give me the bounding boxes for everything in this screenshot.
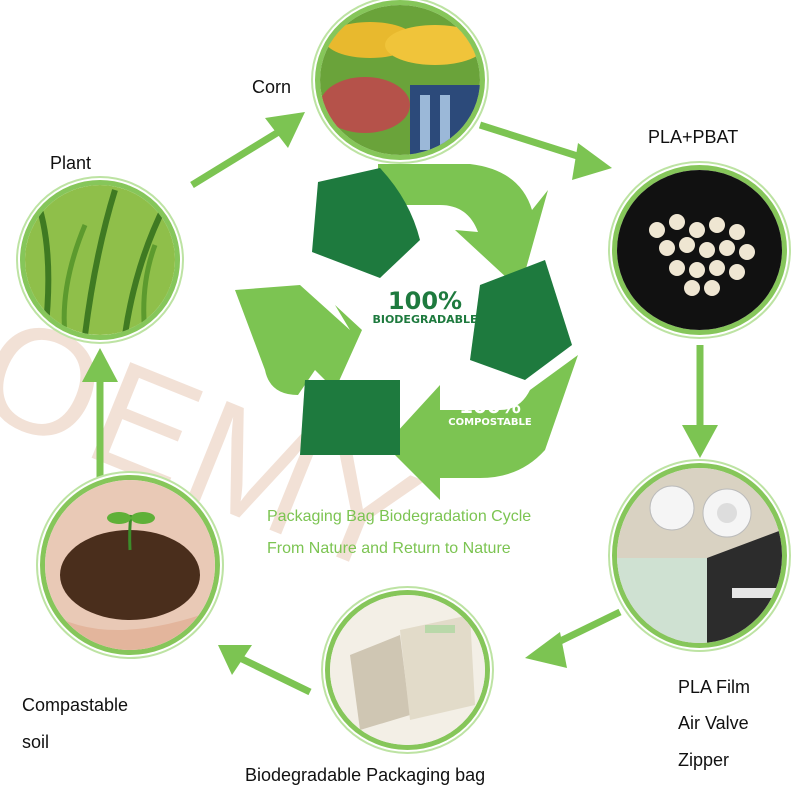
soil-label-line1: Compastable [22,695,129,715]
arrow-corn-to-pla [478,121,612,180]
pla-pbat-label: PLA+PBAT [648,127,739,147]
biodegradable-percent: 100% [387,287,463,315]
bag-label: Biodegradable Packaging bag [245,765,486,785]
arrow-pla-to-film [682,345,718,458]
corn-image [315,0,485,160]
arrow-soil-to-plant [82,348,118,478]
compostable-badge: 100% COMPOSTABLE [440,395,540,428]
soil-illustration [45,480,215,650]
arrow-plant-to-corn [190,112,305,188]
compostable-text: COMPOSTABLE [448,417,532,428]
plant-label: Plant [50,153,92,173]
biodegradable-badge: 100% BIODEGRADABLE [370,288,480,326]
arrow-bag-to-soil [218,645,312,696]
tagline-line2: From Nature and Return to Nature [267,540,511,557]
pellets-illustration [617,170,782,330]
corn-illustration [320,5,480,155]
tagline-line1: Packaging Bag Biodegradation Cycle [267,508,532,525]
arrow-film-to-bag [525,608,622,668]
compostable-percent: 100% [459,394,521,418]
bag-image [325,590,490,750]
biodegradable-text: BIODEGRADABLE [372,313,478,327]
bag-illustration [330,595,485,745]
pla-film-image [612,463,787,648]
pla-film-label: PLA Film [678,677,751,697]
plant-illustration [25,185,175,335]
recycle-symbol [235,164,578,500]
plant-image [20,180,180,340]
soil-label-line2: soil [22,732,50,752]
soil-image [40,475,220,655]
zipper-label: Zipper [678,750,730,770]
film-valve-illustration [617,468,782,643]
pla-pbat-image [612,165,787,335]
corn-label: Corn [252,77,292,97]
air-valve-label: Air Valve [678,713,749,733]
